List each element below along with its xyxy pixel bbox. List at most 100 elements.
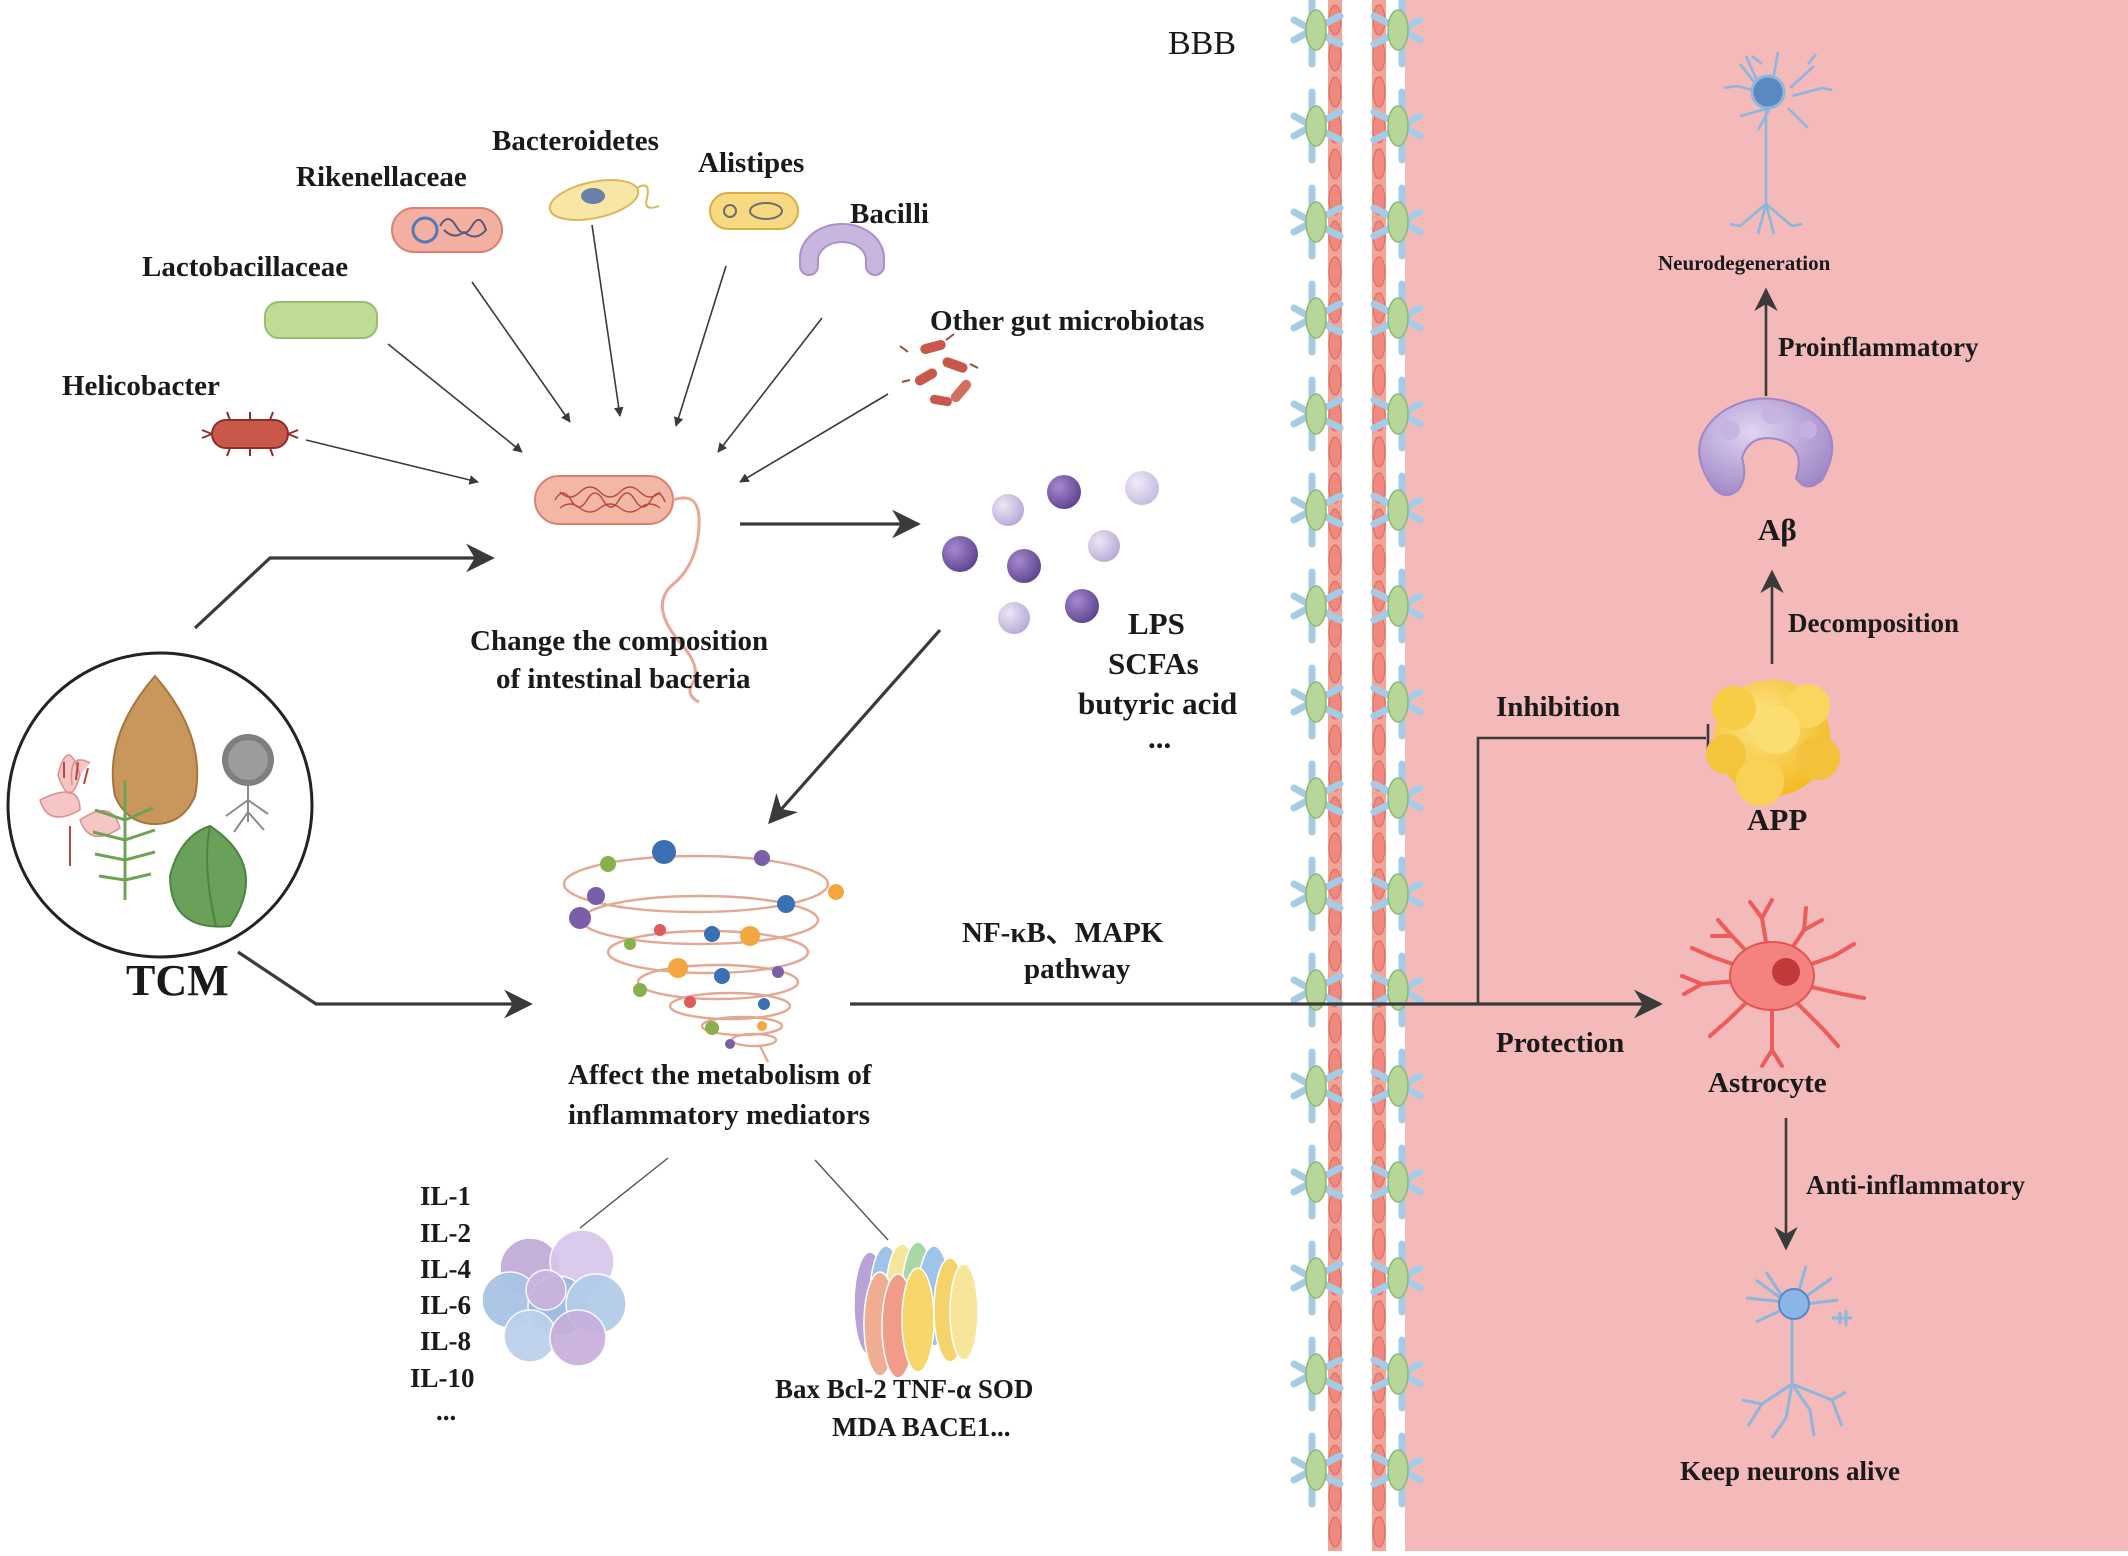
bbb-endothelial-cell	[1372, 544, 1386, 576]
other-gut-microbiotas-label: Other gut microbiotas	[930, 305, 1204, 337]
bacteroidetes-label: Bacteroidetes	[492, 125, 659, 157]
bbb-pericyte	[1387, 1161, 1409, 1203]
bbb-pericyte	[1305, 873, 1327, 915]
keep-neurons-alive-label: Keep neurons alive	[1680, 1456, 1900, 1486]
bbb-pericyte	[1305, 1353, 1327, 1395]
bbb-endothelial-cell	[1328, 1408, 1342, 1440]
cytokine-cluster-icon	[481, 1229, 627, 1367]
other-gut-microbiota-icon	[899, 333, 979, 407]
bbb-endothelial-cell	[1328, 652, 1342, 684]
bbb-endothelial-cell	[1372, 1408, 1386, 1440]
biomarkers-line1: Bax Bcl-2 TNF-α SOD	[775, 1374, 1033, 1404]
bbb-endothelial-cell	[1328, 832, 1342, 864]
neurodegeneration-neuron-body	[1750, 74, 1786, 110]
bbb-endothelial-cell	[1328, 1516, 1342, 1548]
biomarkers-line2: MDA BACE1...	[832, 1412, 1011, 1442]
bbb-lumen	[1342, 0, 1372, 1551]
interleukin-list: IL-1 IL-2 IL-4 IL-6 IL-8 IL-10 ...	[410, 1181, 475, 1426]
bbb-pericyte	[1387, 585, 1409, 627]
mediator-pointer-lines	[579, 1157, 889, 1241]
rikenellaceae-icon	[391, 207, 503, 253]
bbb-endothelial-cell	[1328, 940, 1342, 972]
astrocyte-label: Astrocyte	[1708, 1067, 1827, 1099]
bbb-pericyte	[1387, 9, 1409, 51]
change-composition-line2: of intestinal bacteria	[496, 663, 751, 695]
alistipes-label: Alistipes	[698, 147, 804, 179]
app-label: APP	[1747, 802, 1807, 837]
inhibition-label: Inhibition	[1496, 691, 1620, 723]
interleukin-il-2: IL-2	[420, 1218, 471, 1248]
interleukin-ellipsis: ...	[436, 1396, 456, 1426]
bbb-pericyte	[1387, 1449, 1409, 1491]
bbb-pericyte	[1305, 1449, 1327, 1491]
interleukin-il-4: IL-4	[420, 1254, 471, 1284]
bbb-endothelial-cell	[1372, 940, 1386, 972]
bbb-pericyte	[1387, 777, 1409, 819]
helicobacter-icon	[201, 411, 299, 457]
metabolite-butyric-acid: butyric acid	[1078, 686, 1237, 721]
bbb-endothelial-cell	[1328, 436, 1342, 468]
astrocyte-body	[1729, 941, 1815, 1011]
metabolite-ellipsis: ...	[1148, 720, 1171, 755]
bbb-pericyte	[1387, 969, 1409, 1011]
bacteroidetes-icon	[548, 179, 660, 221]
lactobacillaceae-icon	[264, 301, 378, 339]
metabolite-scfas: SCFAs	[1108, 646, 1199, 681]
bbb-pericyte	[1305, 585, 1327, 627]
astrocyte-nucleus	[1772, 958, 1800, 986]
bbb-pericyte	[1305, 105, 1327, 147]
bbb-endothelial-cell	[1328, 364, 1342, 396]
central-bacterium-icon	[534, 475, 701, 704]
bbb-endothelial-cell	[1372, 1516, 1386, 1548]
bbb-pericyte	[1387, 1065, 1409, 1107]
bbb-endothelial-cell	[1372, 1228, 1386, 1260]
alistipes-icon	[709, 192, 799, 230]
inflammatory-mediators-swirl-icon	[562, 854, 830, 1063]
biomarker-capsules-icon	[853, 1241, 979, 1379]
affect-metabolism-line2: inflammatory mediators	[568, 1099, 870, 1131]
change-composition-line1: Change the composition	[470, 625, 768, 657]
bacteria-converging-arrows	[305, 224, 889, 485]
bbb-pericyte	[1387, 681, 1409, 723]
bbb-pericyte	[1305, 489, 1327, 531]
bbb-pericyte	[1387, 1257, 1409, 1299]
bbb-endothelial-cell	[1328, 1120, 1342, 1152]
bbb-endothelial-cell	[1328, 76, 1342, 108]
abeta-aggregate-icon	[1698, 397, 1834, 497]
bbb-pericyte	[1387, 105, 1409, 147]
healthy-neuron-body	[1778, 1288, 1810, 1320]
pathway-line2: pathway	[1024, 953, 1131, 985]
bbb-endothelial-cell	[1372, 724, 1386, 756]
protection-label: Protection	[1496, 1027, 1624, 1059]
bbb-endothelial-cell	[1328, 256, 1342, 288]
tcm-to-mediators-arrow	[237, 950, 533, 1019]
bbb-pericyte	[1387, 489, 1409, 531]
bbb-endothelial-cell	[1372, 436, 1386, 468]
interleukin-il-6: IL-6	[420, 1290, 471, 1320]
bbb-label: BBB	[1168, 25, 1236, 62]
bbb-pericyte	[1305, 969, 1327, 1011]
bbb-pericyte	[1305, 1161, 1327, 1203]
bbb-pericyte	[1305, 393, 1327, 435]
bbb-endothelial-cell	[1328, 148, 1342, 180]
neurodegeneration-neuron-icon	[1723, 51, 1833, 235]
helicobacter-label: Helicobacter	[62, 370, 220, 402]
tcm-herbs-icon	[6, 651, 314, 959]
bbb-pericyte	[1387, 873, 1409, 915]
bbb-endothelial-cell	[1372, 364, 1386, 396]
bbb-endothelial-cell	[1328, 544, 1342, 576]
bbb-pericyte	[1305, 201, 1327, 243]
interleukin-il-10: IL-10	[410, 1363, 475, 1393]
interleukin-il-1: IL-1	[420, 1181, 471, 1211]
inflammatory-mediators-beads	[569, 840, 844, 1049]
bbb-pericyte	[1387, 393, 1409, 435]
bbb-pericyte	[1305, 1257, 1327, 1299]
affect-metabolism-line1: Affect the metabolism of	[568, 1059, 872, 1091]
metabolite-molecules	[942, 471, 1159, 634]
bbb-endothelial-cell	[1372, 76, 1386, 108]
bbb-endothelial-cell	[1372, 148, 1386, 180]
bbb-endothelial-cell	[1328, 1228, 1342, 1260]
healthy-neuron-icon	[1741, 1265, 1852, 1439]
bbb-endothelial-cell	[1328, 1012, 1342, 1044]
neurodegeneration-label: Neurodegeneration	[1658, 251, 1831, 275]
